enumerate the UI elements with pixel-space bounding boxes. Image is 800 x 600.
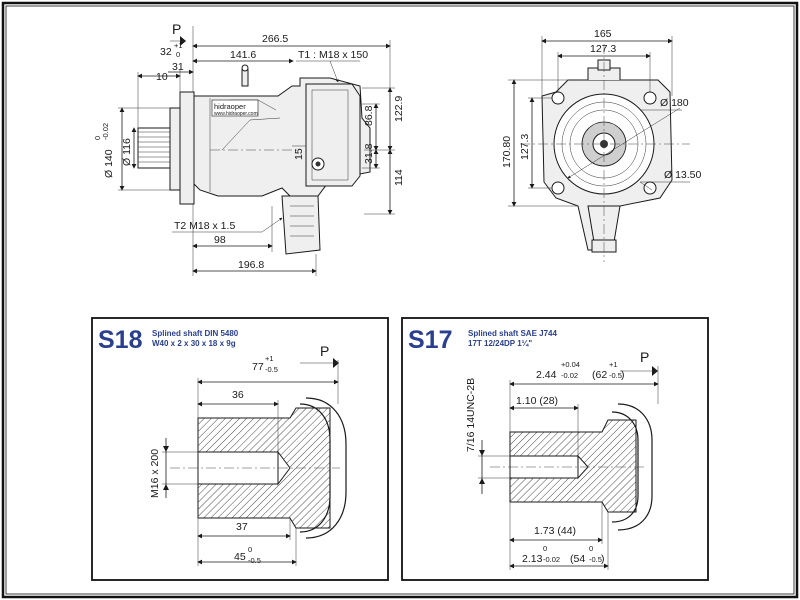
dim-140-tol-upper: 0 (93, 136, 102, 140)
dim-180: Ø 180 (660, 97, 689, 109)
dim-170-80: 170.80 (501, 136, 513, 168)
s18-datum: P (320, 343, 329, 359)
dim-127-3-side: 127.3 (519, 134, 531, 160)
s18-dim-37: 37 (236, 521, 248, 533)
s17-dim-62-close: ) (621, 369, 625, 381)
dim-32-tol-upper: +1 (174, 41, 183, 50)
s17-dim-2-13-tol-upper: 0 (543, 544, 547, 553)
s18-thread: M16 x 200 (149, 449, 161, 498)
s18-dim-45-tol-lower: -0.5 (248, 556, 261, 565)
dim-32: 32 (160, 46, 172, 58)
s17-thread: 7/16 14UNC-2B (465, 378, 477, 452)
brand-text: hidraoper (214, 102, 246, 111)
s17-dim-54-tol-upper: 0 (589, 544, 593, 553)
dim-196-8: 196.8 (238, 259, 264, 271)
s17-dim-1-73: 1.73 (44) (534, 525, 576, 537)
dim-31-8: 31.8 (363, 143, 375, 164)
s17-dim-2-44: 2.44 (536, 369, 557, 381)
dim-98: 98 (214, 234, 226, 246)
s17-line2: 17T 12/24DP 1¼" (468, 339, 532, 348)
port-t2-label: T2 M18 x 1.5 (174, 220, 235, 232)
s17-datum: P (640, 349, 649, 365)
s17-dim-2-13-tol-lower: -0.02 (543, 555, 560, 564)
s18-code: S18 (98, 326, 143, 354)
panel-s18: S18 Splined shaft DIN 5480 W40 x 2 x 30 … (91, 317, 389, 581)
s17-dim-2-44-tol-lower: -0.02 (561, 371, 578, 380)
front-view (520, 44, 690, 262)
s17-dim-54: (54 (570, 553, 585, 565)
side-view-dimensions: P 266.5 32 +1 0 141.6 T1 : M18 x 150 31 … (93, 21, 405, 276)
dim-15: 15 (293, 148, 305, 160)
s18-dim-45-tol-upper: 0 (248, 545, 252, 554)
s17-dim-2-13: 2.13 (522, 553, 543, 565)
dim-32-tol-lower: 0 (176, 50, 180, 59)
s17-dim-2-44-tol-upper: +0.04 (561, 360, 580, 369)
dim-141-6: 141.6 (230, 49, 256, 61)
dim-140: Ø 140 (103, 149, 115, 178)
s17-dim-62: (62 (592, 369, 607, 381)
dim-122-9: 122.9 (393, 96, 405, 122)
panel-s17: S17 Splined shaft SAE J744 17T 12/24DP 1… (401, 317, 709, 581)
s18-line2: W40 x 2 x 30 x 18 x 9g (152, 339, 236, 348)
side-view: hidraoper www.hidraoper.com (137, 64, 371, 255)
dim-86-8: 86.8 (363, 105, 375, 126)
s18-line1: Splined shaft DIN 5480 (152, 329, 239, 338)
dim-165: 165 (594, 28, 612, 40)
s18-dim-77: 77 (252, 361, 264, 373)
s17-dim-54-tol-lower: -0.5 (589, 555, 602, 564)
s17-code: S17 (408, 326, 452, 354)
inner-frame (5, 5, 795, 595)
s18-dim-45: 45 (234, 551, 246, 563)
datum-p-top: P (172, 21, 181, 37)
s18-dim-77-tol-lower: -0.5 (265, 365, 278, 374)
s18-dim-36: 36 (232, 389, 244, 401)
dim-31: 31 (172, 61, 184, 73)
dim-266-5: 266.5 (262, 33, 288, 45)
dim-114: 114 (393, 169, 405, 186)
s17-dim-54-close: ) (601, 553, 605, 565)
dim-10: 10 (156, 71, 168, 83)
s18-dim-77-tol-upper: +1 (265, 354, 274, 363)
s17-dim-1-10: 1.10 (28) (516, 395, 558, 407)
s17-dim-62-tol-lower: -0.5 (609, 371, 622, 380)
dim-140-tol-lower: -0.02 (101, 123, 110, 140)
front-view-dimensions: 165 127.3 170.80 127.3 Ø 180 Ø 13.50 (501, 28, 702, 207)
brand-url-text: www.hidraoper.com (214, 111, 258, 117)
s17-dim-62-tol-upper: +1 (609, 360, 618, 369)
dim-116: Ø 116 (121, 138, 133, 166)
port-t1-label: T1 : M18 x 150 (298, 49, 368, 61)
dim-13-50: Ø 13.50 (664, 169, 702, 181)
dim-127-3-top: 127.3 (590, 43, 616, 55)
s17-line1: Splined shaft SAE J744 (468, 329, 557, 338)
